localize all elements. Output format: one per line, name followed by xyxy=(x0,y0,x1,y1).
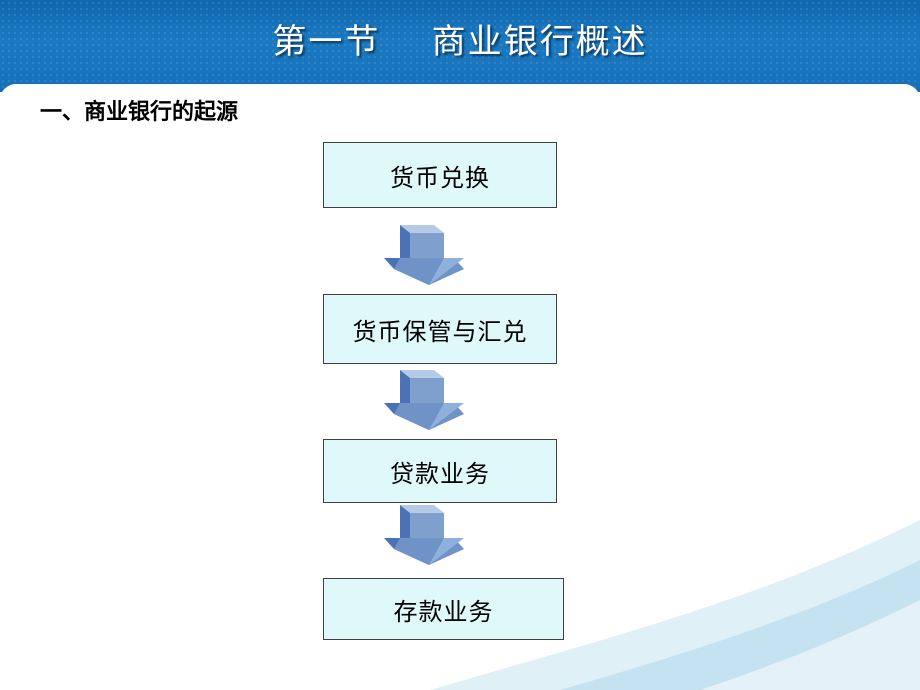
header-texture xyxy=(0,0,920,92)
down-arrow-icon xyxy=(384,370,464,430)
flow-step-loan-business: 贷款业务 xyxy=(323,439,557,503)
flow-step-custody-and-remittance: 货币保管与汇兑 xyxy=(323,294,557,364)
flow-step-currency-exchange: 货币兑换 xyxy=(323,142,557,208)
slide-title: 第一节 商业银行概述 xyxy=(272,22,648,62)
down-arrow-icon xyxy=(384,225,464,285)
header-band: 第一节 商业银行概述 xyxy=(0,0,920,92)
flow-step-deposit-business: 存款业务 xyxy=(323,578,564,640)
down-arrow-icon xyxy=(384,505,464,565)
section-heading: 一、商业银行的起源 xyxy=(40,99,239,125)
